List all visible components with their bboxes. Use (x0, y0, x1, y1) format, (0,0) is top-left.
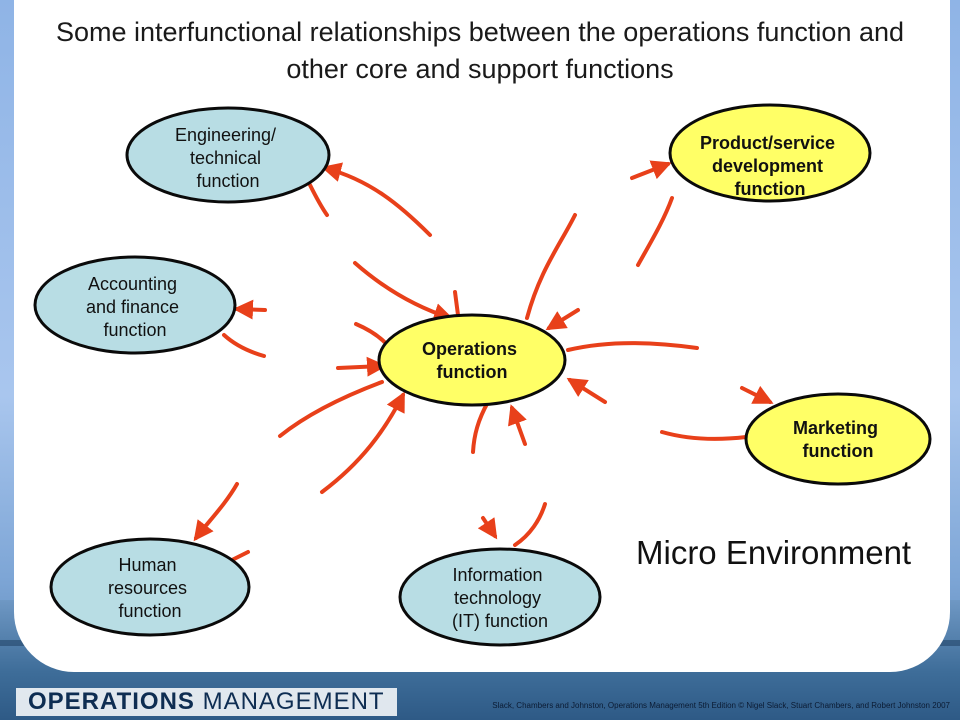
engineering-label-line: Engineering/ (175, 125, 276, 145)
product-service-label: Product/service development function (700, 133, 840, 199)
hr-label-line: Human (118, 555, 176, 575)
arrow-to-operations (320, 391, 405, 494)
arrow-line (278, 380, 384, 438)
engineering-node: Engineering/ technical function (125, 106, 331, 204)
logo-word-management: MANAGEMENT (202, 688, 385, 715)
accounting-ellipse (33, 255, 237, 355)
it-ellipse (398, 547, 602, 647)
micro-environment-label: Micro Environment (636, 534, 912, 571)
operations-label-line: function (437, 362, 508, 382)
hr-label-line: function (118, 601, 181, 621)
arrow-line (230, 550, 250, 562)
arrow-to-marketing (740, 385, 774, 404)
slide-title: Some interfunctional relationships betwe… (55, 17, 905, 84)
arrow-line (453, 290, 460, 317)
arrow-line (566, 341, 699, 352)
copyright-credit: Slack, Chambers and Johnston, Operations… (492, 701, 950, 710)
arrow-line (222, 333, 266, 358)
marketing-label: Marketing function (793, 418, 883, 461)
operations-label: Operations function (422, 339, 522, 382)
it-label: Information technology (IT) function (452, 565, 548, 631)
engineering-ellipse (125, 106, 331, 204)
arrow-to-accounting (233, 299, 267, 320)
hr-ellipse (49, 537, 251, 637)
arrow-to-operations (353, 261, 454, 323)
engineering-label-line: technical (190, 148, 261, 168)
it-label-line: (IT) function (452, 611, 548, 631)
hr-label-line: resources (108, 578, 187, 598)
arrow-to-operations (566, 377, 607, 404)
engineering-label: Engineering/ technical function (175, 125, 281, 191)
arrow-to-hr (193, 482, 239, 542)
arrow-line (636, 196, 674, 267)
marketing-node: Marketing function (744, 392, 932, 486)
product-service-label-line: function (735, 179, 806, 199)
logo-word-operations: OPERATIONS (28, 688, 195, 715)
product-service-label-line: development (712, 156, 823, 176)
arrow-line (660, 430, 748, 441)
accounting-label-line: and finance (86, 297, 179, 317)
operations-ellipse (377, 313, 567, 407)
accounting-label-line: Accounting (88, 274, 177, 294)
marketing-label-line: Marketing (793, 418, 878, 438)
arrow-line (308, 183, 329, 217)
accounting-node: Accounting and finance function (33, 255, 237, 355)
operations-management-logo: OPERATIONS MANAGEMENT (16, 688, 397, 716)
operations-label-line: Operations (422, 339, 517, 359)
it-label-line: Information (452, 565, 542, 585)
marketing-label-line: function (803, 441, 874, 461)
arrow-to-product (630, 160, 672, 180)
engineering-label-line: function (196, 171, 259, 191)
arrow-line (525, 213, 577, 320)
accounting-label: Accounting and finance function (86, 274, 184, 340)
arrow-line (513, 502, 547, 547)
it-label-line: technology (454, 588, 541, 608)
hr-node: Human resources function (49, 537, 251, 637)
arrow-to-operations (336, 356, 387, 377)
product-service-ellipse (668, 103, 872, 203)
arrow-to-operations (545, 308, 580, 331)
arrow-to-it (477, 516, 498, 540)
accounting-label-line: function (103, 320, 166, 340)
operations-node: Operations function (377, 313, 567, 407)
marketing-ellipse (744, 392, 932, 486)
hr-label: Human resources function (108, 555, 192, 621)
product-service-label-line: Product/service (700, 133, 835, 153)
arrow-line (471, 400, 490, 454)
arrow-to-operations (508, 404, 527, 446)
it-node: Information technology (IT) function (398, 547, 602, 647)
product-service-node: Product/service development function (668, 103, 872, 203)
arrow-to-engineering (321, 162, 432, 237)
